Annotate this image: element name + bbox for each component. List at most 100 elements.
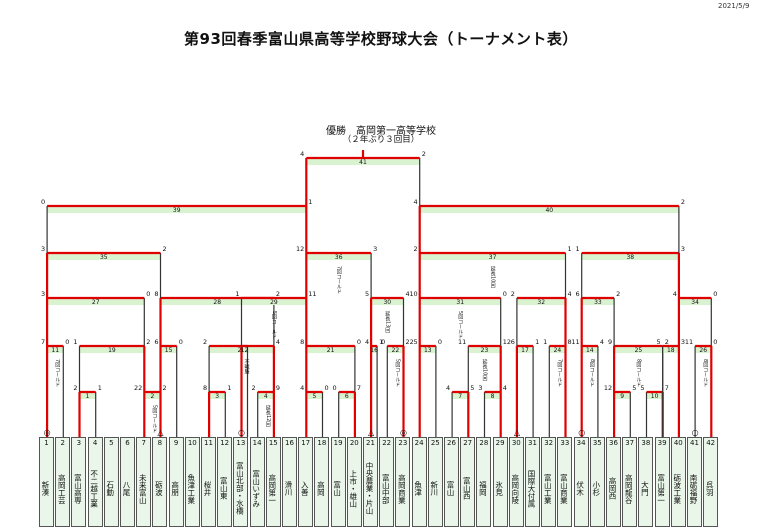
school-seed: 10 <box>187 439 197 447</box>
game-box <box>581 346 598 353</box>
game-note: 7回コールド <box>336 266 342 295</box>
score-right: 1 <box>227 384 231 392</box>
school-seed: 2 <box>60 439 65 447</box>
score-right: 3 <box>373 245 377 253</box>
game-box <box>79 346 145 353</box>
school-seed: 17 <box>301 439 311 447</box>
game-number: 13 <box>424 347 432 354</box>
game-box <box>419 298 501 305</box>
game-box <box>47 298 145 305</box>
score-left: 2 <box>203 338 207 346</box>
score-left: 6 <box>576 290 580 298</box>
school-seed: 41 <box>690 439 699 447</box>
score-left: 6 <box>511 338 515 346</box>
school-name: 富山工業 <box>543 473 553 504</box>
seed-marker: ◎ <box>400 428 407 437</box>
school-name: 砺波 <box>154 481 164 496</box>
score-left: 3 <box>41 245 45 253</box>
game-number: 14 <box>586 347 594 354</box>
score-left: 3 <box>478 384 482 392</box>
score-left: 6 <box>154 338 158 346</box>
score-left: 10 <box>409 290 417 298</box>
game-number: 24 <box>554 347 562 354</box>
game-box <box>306 392 323 399</box>
seed-marker: ◎ <box>44 428 51 437</box>
game-number: 40 <box>545 207 553 214</box>
score-right: 2 <box>146 338 150 346</box>
game-box <box>241 346 248 353</box>
school-cell: 36 高岡西 <box>606 437 621 527</box>
seed-marker: △ <box>368 428 375 437</box>
school-name: 高朋 <box>170 481 180 496</box>
game-note: 5回コールド <box>457 311 463 340</box>
score-left: 12 <box>296 245 304 253</box>
score-right: 7 <box>357 384 361 392</box>
school-seed: 36 <box>609 439 618 447</box>
score-left: 5 <box>414 338 418 346</box>
school-name: 高岡 <box>316 481 326 496</box>
game-note: 延長13回 <box>384 310 390 333</box>
school-name: 富山 <box>332 481 342 496</box>
champion-note: （２年ぶり３回目） <box>342 135 420 145</box>
game-number: 30 <box>383 299 391 306</box>
school-seed: 33 <box>560 439 570 447</box>
school-seed: 4 <box>92 439 98 447</box>
school-name: 伏木 <box>575 481 585 496</box>
school-seed: 19 <box>333 439 343 447</box>
game-box <box>306 158 420 165</box>
score-right: 4 <box>406 290 410 298</box>
score-right: 9 <box>276 384 280 392</box>
score-left: 1 <box>235 290 239 298</box>
game-number: 15 <box>165 347 173 354</box>
game-note: 5回コールド <box>151 405 157 434</box>
game-box <box>387 346 404 353</box>
game-box <box>144 392 161 399</box>
game-number: 7 <box>458 393 462 400</box>
game-number: 22 <box>392 347 400 354</box>
school-name: 富山高専 <box>73 473 83 504</box>
school-seed: 24 <box>414 439 424 447</box>
score-left: 4 <box>446 384 450 392</box>
game-box <box>160 346 177 353</box>
game-number: 36 <box>335 254 343 261</box>
game-box <box>306 253 372 260</box>
score-right: 2 <box>681 198 685 206</box>
game-number: 8 <box>491 393 495 400</box>
score-right: 1 <box>379 338 383 346</box>
score-right: 3 <box>681 245 685 253</box>
game-number: 2 <box>150 393 154 400</box>
school-name: 砺波工業 <box>672 473 682 504</box>
score-left: 1 <box>576 245 580 253</box>
score-left: 4 <box>300 384 304 392</box>
game-note: 延長10回 <box>490 265 496 288</box>
game-number: 26 <box>699 347 707 354</box>
score-right: 4 <box>568 290 572 298</box>
score-right: 2 <box>163 384 167 392</box>
school-name: 不二越工業 <box>89 469 99 508</box>
score-right: 12 <box>503 338 511 346</box>
game-number: 39 <box>173 207 181 214</box>
school-name: 高岡西 <box>608 477 617 500</box>
game-box <box>419 346 436 353</box>
school-seed: 34 <box>576 439 586 447</box>
score-right: 1 <box>308 198 312 206</box>
school-seed: 25 <box>430 439 440 447</box>
school-name: 中央農業・片山 <box>365 462 374 515</box>
game-number: 5 <box>312 393 316 400</box>
game-number: 6 <box>345 393 349 400</box>
school-seed: 29 <box>495 439 505 447</box>
score-left: 1 <box>73 338 77 346</box>
